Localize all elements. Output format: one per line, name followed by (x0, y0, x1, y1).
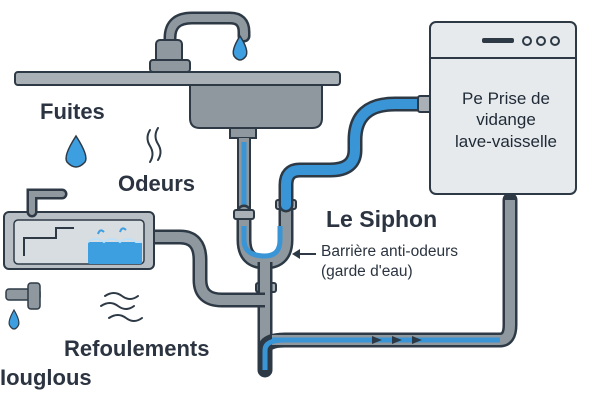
dishwasher-hose (278, 95, 433, 213)
water-drop-icon (65, 134, 87, 168)
dishwasher (429, 21, 577, 195)
left-drain-pipe (150, 229, 265, 308)
label-refoulements: Refoulements (64, 336, 210, 361)
dishwasher-label-line-2: vidange (476, 110, 536, 130)
dishwasher-knobs-icon (522, 36, 560, 46)
arrow-left-icon (292, 249, 316, 259)
dishwasher-label-line-1: Pe Prise de (462, 89, 550, 108)
left-faucet (26, 188, 68, 218)
tap-icon (5, 282, 41, 330)
sink-faucet (149, 11, 251, 77)
label-fuites: Fuites (40, 99, 105, 124)
water-drop-icon (232, 34, 248, 61)
label-siphon-desc-2: (garde d'eau) (321, 263, 413, 280)
label-odeurs: Odeurs (118, 171, 196, 196)
label-glouglous: Iouglous (0, 365, 92, 390)
odor-waves-icon (146, 127, 162, 163)
label-siphon-desc-1: Barrière anti-odeurs (321, 243, 458, 260)
flow-arrows (372, 336, 422, 344)
bottom-drain-pipe (257, 192, 518, 378)
label-siphon-title: Le Siphon (326, 206, 438, 232)
sink-basin (189, 84, 323, 129)
left-sink-cabinet (3, 211, 155, 270)
countertop (14, 71, 341, 86)
label-dishwasher-inlet: Pe Prise de vidange lave-vaisselle (445, 88, 567, 152)
dishwasher-label-line-3: lave-vaisselle (454, 131, 558, 151)
backflow-waves-icon (100, 292, 143, 322)
